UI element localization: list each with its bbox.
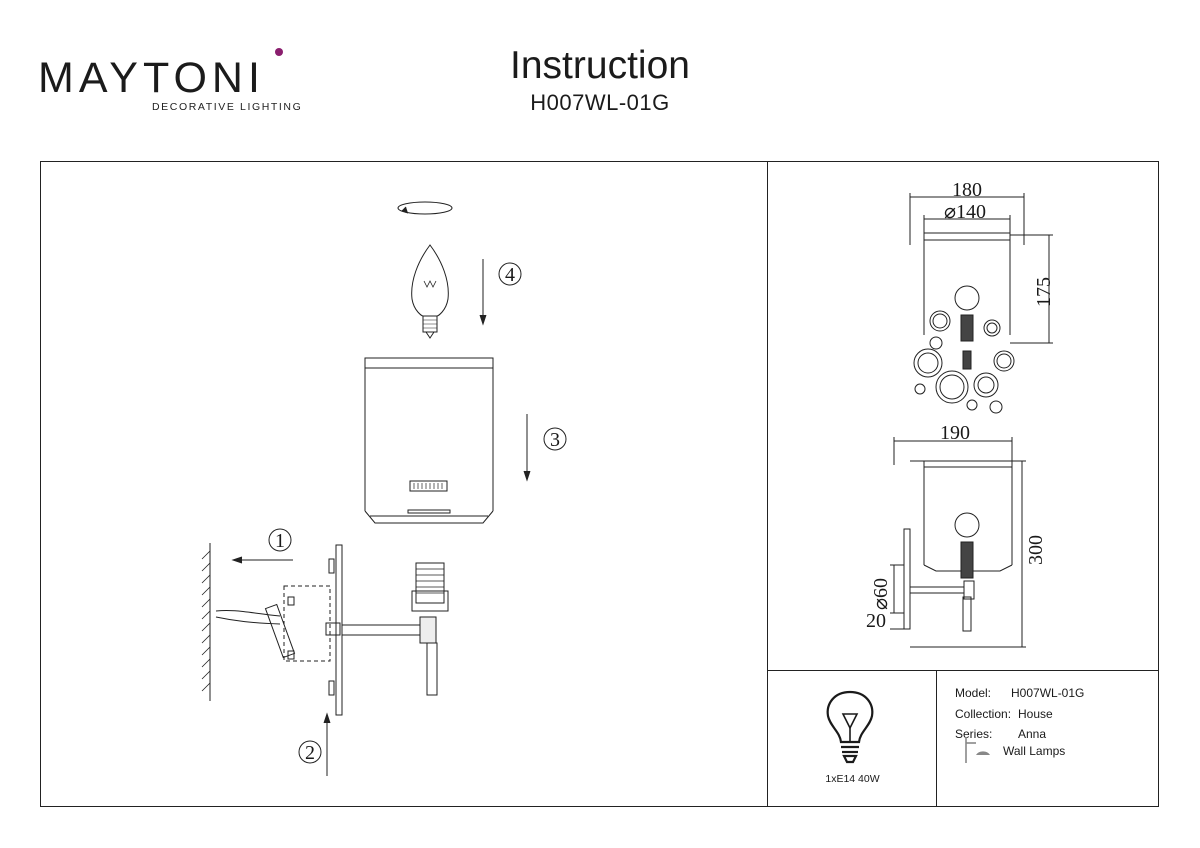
model-value: H007WL-01G xyxy=(1011,686,1085,700)
panel-divider-vertical xyxy=(767,161,769,807)
rotate-arrow-icon xyxy=(397,201,453,215)
dim-arm-offset: 20 xyxy=(866,610,886,632)
brand-name: MAYTONI xyxy=(38,54,265,102)
step-marker-4: 4 xyxy=(498,262,522,286)
collection-value: House xyxy=(1018,707,1053,721)
brand-logo-dot xyxy=(275,48,283,56)
svg-text:3: 3 xyxy=(550,429,560,451)
svg-text:4: 4 xyxy=(505,264,515,286)
dim-shade-diameter: ⌀140 xyxy=(944,201,986,223)
svg-text:1: 1 xyxy=(275,530,285,552)
step-marker-1: 1 xyxy=(268,528,292,552)
model-code: H007WL-01G xyxy=(530,90,670,115)
dim-front-width: 180 xyxy=(952,179,982,201)
type-value: Wall Lamps xyxy=(1003,744,1066,758)
step-marker-3: 3 xyxy=(543,427,567,451)
assembly-diagram: 4 3 1 2 xyxy=(201,201,567,776)
side-view-drawing: 190 300 ⌀60 20 xyxy=(866,422,1047,648)
front-view-drawing: 180 ⌀140 175 xyxy=(909,179,1055,414)
dim-side-depth: 190 xyxy=(940,422,970,444)
step-marker-2: 2 xyxy=(298,740,322,764)
candle-bulb-icon xyxy=(411,244,449,339)
brand-logo: MAYTONI xyxy=(38,54,288,118)
lamp-shade xyxy=(364,357,494,524)
dim-side-height: 300 xyxy=(1025,535,1047,565)
model-label: Model: xyxy=(955,686,992,700)
dim-plate-diameter: ⌀60 xyxy=(870,578,892,610)
dim-shade-height: 175 xyxy=(1033,277,1055,307)
bulb-icon xyxy=(826,690,874,764)
bulb-spec: 1xE14 40W xyxy=(825,773,880,785)
instruction-frame xyxy=(40,161,1159,807)
panel-divider-horizontal xyxy=(767,670,1159,672)
series-label: Series: xyxy=(955,727,993,741)
collection-label: Collection: xyxy=(955,707,1012,721)
svg-text:2: 2 xyxy=(305,742,315,764)
page-title: Instruction xyxy=(510,44,690,87)
wall-plate xyxy=(335,544,343,716)
mounting-bracket xyxy=(264,585,331,662)
spec-divider xyxy=(936,670,938,807)
wall-lamp-type-icon xyxy=(965,737,990,763)
brand-tagline: DECORATIVE LIGHTING xyxy=(152,101,303,113)
lamp-socket xyxy=(411,562,449,612)
series-value: Anna xyxy=(1018,727,1047,741)
